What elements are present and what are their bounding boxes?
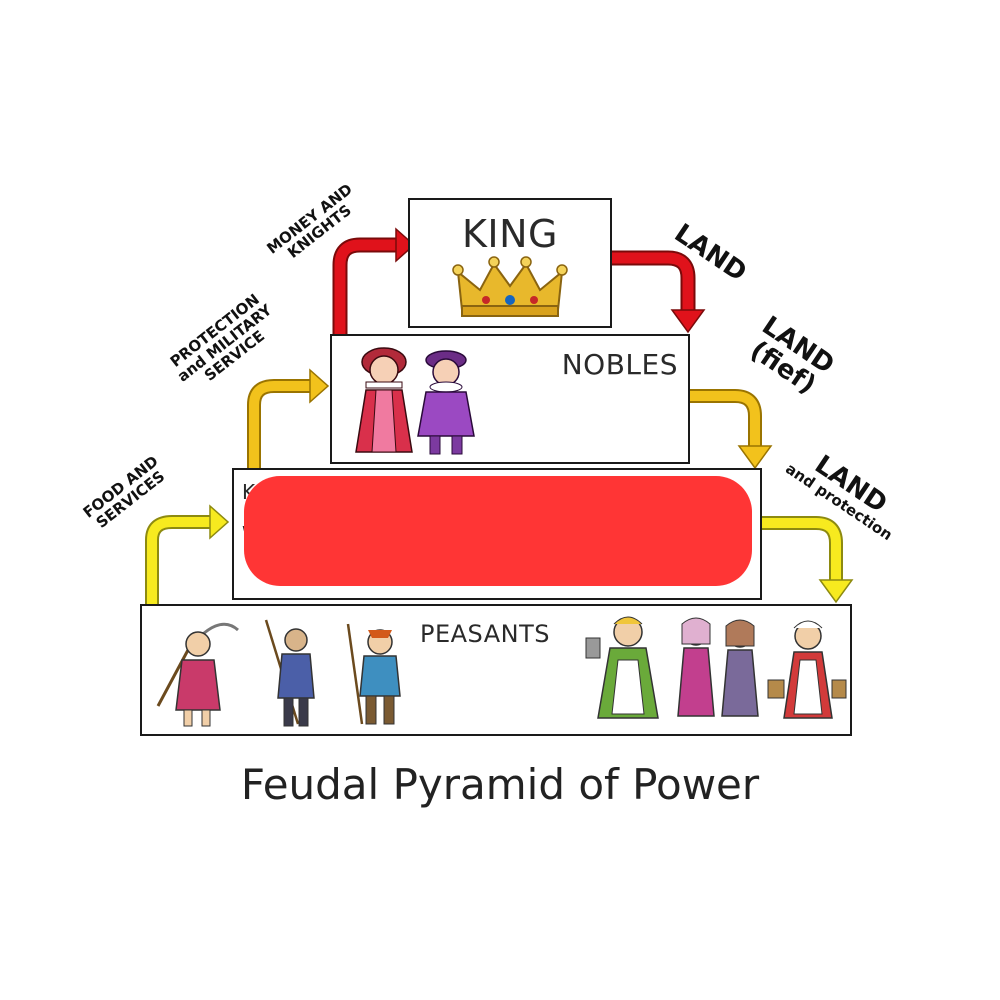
arrow-land-protection xyxy=(762,516,854,604)
nobles-couple-icon xyxy=(355,347,475,455)
king-tier: KING xyxy=(408,198,612,328)
arrow-protection xyxy=(247,368,330,470)
peasants-label: PEASANTS xyxy=(420,620,550,648)
arrow-food-services xyxy=(145,504,230,604)
arrow-land-king xyxy=(612,250,706,334)
peasants-tier: PEASANTS xyxy=(140,604,852,736)
arrow-land-fief xyxy=(690,389,773,470)
crown-icon xyxy=(452,256,568,317)
nobles-tier: NOBLES xyxy=(330,334,690,464)
diagram-title: Feudal Pyramid of Power xyxy=(240,760,760,809)
redaction-block xyxy=(244,476,752,586)
peasant-figures-icon xyxy=(156,616,847,727)
king-label: KING xyxy=(462,212,558,256)
nobles-label: NOBLES xyxy=(561,348,678,381)
arrow-money-knights xyxy=(332,227,416,335)
